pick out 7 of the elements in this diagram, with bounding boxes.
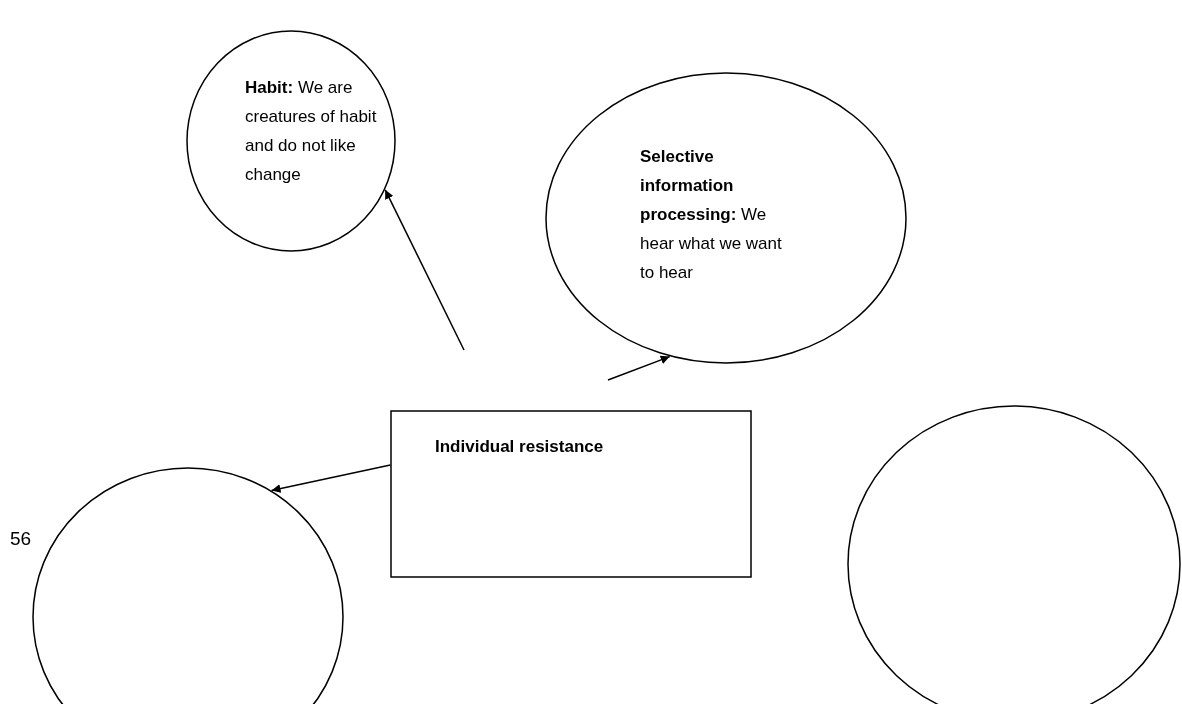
page-number: 56	[10, 528, 32, 550]
node-text: Individual resistance	[435, 436, 605, 458]
node-text: Habit: We are creatures of habit and do not like change	[245, 77, 378, 186]
arrow	[384, 189, 465, 351]
node-text: Selective information processing: We hear what we want to hear	[640, 146, 783, 284]
arrow	[270, 464, 392, 493]
arrow	[607, 355, 671, 381]
